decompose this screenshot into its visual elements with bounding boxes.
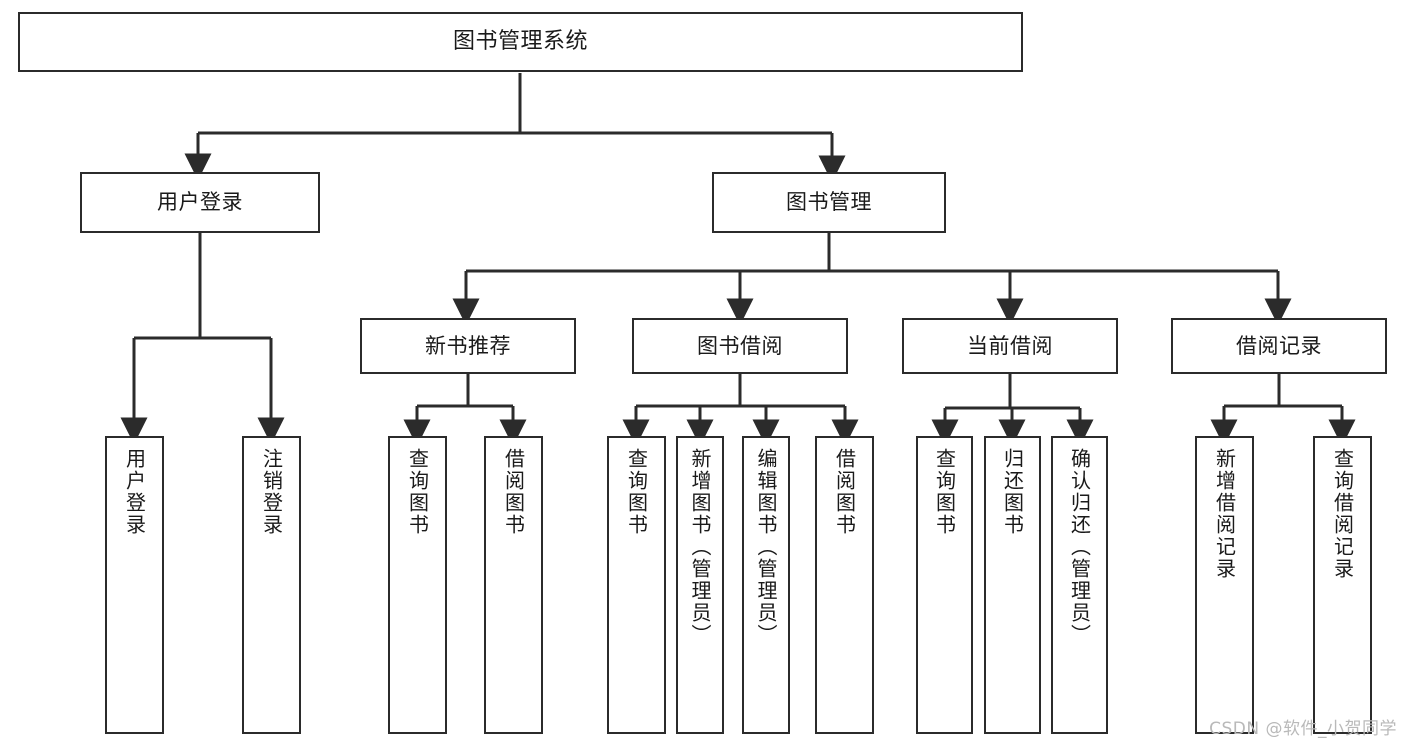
leaf-recommendation-query-book-label: 查询图书	[405, 448, 430, 536]
leaf-borrow-add-book[interactable]: 新增图书（管理员）	[676, 436, 724, 734]
leaf-borrow-borrow-book-label: 借阅图书	[832, 448, 857, 536]
leaf-record-add-label: 新增借阅记录	[1212, 448, 1237, 580]
leaf-borrow-edit-book[interactable]: 编辑图书（管理员）	[742, 436, 790, 734]
leaf-borrow-borrow-book[interactable]: 借阅图书	[815, 436, 874, 734]
node-current-borrow-label: 当前借阅	[967, 333, 1053, 358]
node-user-login-label: 用户登录	[157, 190, 243, 215]
node-book-borrow[interactable]: 图书借阅	[632, 318, 848, 374]
node-root-label: 图书管理系统	[452, 29, 588, 55]
leaf-current-confirm-return-label: 确认归还（管理员）	[1067, 448, 1092, 646]
node-book-manage-label: 图书管理	[786, 190, 872, 215]
leaf-borrow-query-book[interactable]: 查询图书	[607, 436, 666, 734]
leaf-current-query-book[interactable]: 查询图书	[916, 436, 973, 734]
leaf-user-login-label: 用户登录	[122, 448, 147, 536]
leaf-borrow-edit-book-label: 编辑图书（管理员）	[754, 448, 778, 646]
leaf-record-query[interactable]: 查询借阅记录	[1313, 436, 1372, 734]
leaf-current-return-book[interactable]: 归还图书	[984, 436, 1041, 734]
leaf-current-query-book-label: 查询图书	[932, 448, 957, 536]
node-borrow-record[interactable]: 借阅记录	[1171, 318, 1387, 374]
leaf-user-login[interactable]: 用户登录	[105, 436, 164, 734]
node-new-book-recommendation[interactable]: 新书推荐	[360, 318, 576, 374]
leaf-user-logout[interactable]: 注销登录	[242, 436, 301, 734]
leaf-recommendation-borrow-book[interactable]: 借阅图书	[484, 436, 543, 734]
node-current-borrow[interactable]: 当前借阅	[902, 318, 1118, 374]
leaf-borrow-add-book-label: 新增图书（管理员）	[688, 448, 712, 646]
leaf-user-logout-label: 注销登录	[259, 448, 284, 536]
leaf-record-add[interactable]: 新增借阅记录	[1195, 436, 1254, 734]
node-book-manage[interactable]: 图书管理	[712, 172, 946, 233]
node-user-login[interactable]: 用户登录	[80, 172, 320, 233]
csdn-watermark: CSDN @软件_小贺同学	[1209, 719, 1397, 739]
leaf-current-return-book-label: 归还图书	[1000, 448, 1025, 536]
leaf-recommendation-borrow-book-label: 借阅图书	[501, 448, 526, 536]
leaf-borrow-query-book-label: 查询图书	[624, 448, 649, 536]
node-borrow-record-label: 借阅记录	[1236, 333, 1322, 358]
node-root[interactable]: 图书管理系统	[18, 12, 1023, 72]
node-book-borrow-label: 图书借阅	[697, 333, 783, 358]
node-new-book-recommendation-label: 新书推荐	[425, 333, 511, 358]
leaf-record-query-label: 查询借阅记录	[1330, 448, 1355, 580]
leaf-recommendation-query-book[interactable]: 查询图书	[388, 436, 447, 734]
leaf-current-confirm-return[interactable]: 确认归还（管理员）	[1051, 436, 1108, 734]
